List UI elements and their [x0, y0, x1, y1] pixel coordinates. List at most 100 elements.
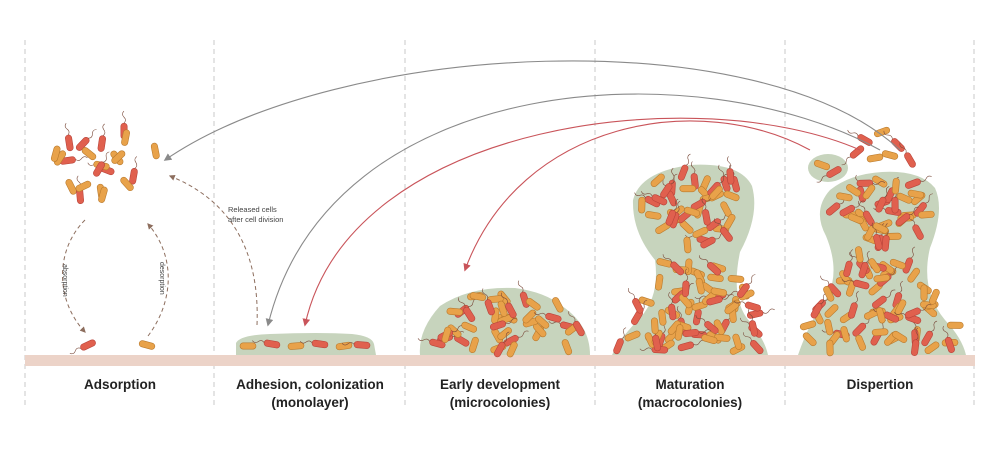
rod-cell: [441, 326, 452, 343]
rod-cell: [891, 177, 900, 195]
stage-title: Maturation: [655, 377, 725, 392]
rod-cell: [75, 180, 92, 192]
flagellated-cell: [875, 186, 890, 213]
flagellated-cell: [847, 129, 873, 146]
stage-title-maturation: Maturation (macrocolonies): [638, 376, 742, 412]
stage-title-adsorption: Adsorption: [84, 376, 156, 394]
rod-cell: [552, 297, 564, 313]
rod-cell: [824, 318, 834, 336]
rod-cell: [624, 330, 641, 342]
rod-cell: [138, 340, 156, 350]
rod-cell: [658, 309, 667, 326]
flagellated-cell: [871, 222, 883, 251]
flagellated-cell: [482, 288, 495, 316]
flagellated-cell: [856, 179, 886, 187]
rod-cell: [868, 258, 881, 274]
rod-cell: [446, 307, 464, 316]
rod-cell: [709, 185, 723, 200]
stage-title: Early development: [439, 377, 561, 392]
flagellated-cell: [701, 197, 711, 226]
rod-cell: [855, 246, 864, 263]
rod-cell: [497, 327, 512, 341]
flagellated-cell: [682, 329, 711, 338]
rod-cell: [873, 274, 891, 283]
flagellated-cell: [665, 198, 679, 226]
flagellated-cell: [905, 304, 932, 319]
flagellated-cell: [69, 339, 96, 355]
arrow-to-monolayer-red: [302, 117, 861, 327]
rod-cell: [946, 321, 964, 329]
rod-cell: [65, 179, 77, 195]
flagellated-cell: [899, 142, 916, 168]
flagellated-cell: [733, 300, 762, 312]
flagellated-cell: [533, 312, 562, 323]
flagellated-cell: [75, 129, 97, 151]
flagellated-cell: [568, 311, 585, 337]
flagellated-cell: [252, 339, 281, 349]
absorption-label: absorption: [61, 264, 68, 297]
rod-cell: [847, 213, 864, 225]
rod-cell: [866, 153, 884, 163]
rod-cell: [50, 145, 61, 162]
flagellated-cell: [93, 151, 110, 177]
rod-cell: [644, 211, 662, 220]
rod-cell: [873, 126, 891, 138]
rod-cell: [799, 320, 817, 331]
flagellated-cell: [613, 327, 627, 355]
rod-cell: [907, 267, 920, 283]
flagellated-cell: [500, 292, 517, 319]
flagellated-cell: [904, 175, 932, 189]
flagellated-cell: [742, 332, 764, 355]
rod-cell: [896, 192, 913, 204]
rod-cell: [836, 192, 853, 202]
flagellated-cell: [921, 320, 938, 347]
flagellated-cell: [341, 341, 371, 349]
rod-cell: [881, 150, 899, 160]
rod-cell: [468, 336, 479, 353]
rod-cell: [638, 296, 655, 307]
flagellated-cell: [881, 223, 890, 252]
flagellated-cell: [698, 255, 722, 276]
flagellated-cell: [299, 339, 329, 349]
rod-cell: [650, 173, 665, 187]
flagellated-cell: [820, 275, 842, 298]
flagellated-cell: [641, 191, 668, 206]
rod-cell: [678, 293, 693, 309]
rod-cell: [535, 315, 550, 329]
stage-title-dispertion: Dispertion: [847, 376, 914, 394]
rod-cell: [150, 142, 160, 160]
flagellated-cell: [726, 156, 735, 185]
stage-title-early: Early development (microcolonies): [440, 376, 560, 412]
rod-cell: [650, 317, 659, 335]
rod-cell: [561, 339, 573, 356]
rod-cell: [638, 196, 646, 214]
rod-cell: [461, 321, 478, 333]
rod-cell: [683, 206, 701, 217]
rod-cell: [920, 284, 928, 302]
flagellated-cell: [839, 200, 865, 217]
rod-cell: [840, 326, 850, 343]
stage-dividers: [24, 40, 975, 405]
rod-cell: [469, 292, 487, 301]
rod-cell: [907, 189, 925, 199]
flagellated-cell: [97, 123, 107, 152]
flagellated-cell: [628, 287, 644, 314]
flagellated-cell: [737, 274, 756, 298]
flagellated-cell: [746, 308, 775, 319]
released-line-1: Released cells: [228, 205, 277, 214]
flagellated-cell: [747, 308, 759, 337]
rod-cell: [525, 297, 541, 311]
flagellated-cell: [858, 250, 870, 279]
rod-cell: [824, 304, 839, 318]
rod-cell: [732, 333, 743, 350]
rod-cell: [802, 332, 817, 347]
stage-subtitle: (microcolonies): [449, 395, 551, 410]
rod-cell: [522, 309, 537, 324]
rod-cell: [287, 342, 305, 350]
rod-cell: [826, 339, 834, 357]
flagellated-cell: [843, 249, 854, 278]
flagellated-cell: [858, 200, 875, 226]
release-arrow: [168, 175, 258, 326]
flagellated-cell: [872, 289, 896, 309]
